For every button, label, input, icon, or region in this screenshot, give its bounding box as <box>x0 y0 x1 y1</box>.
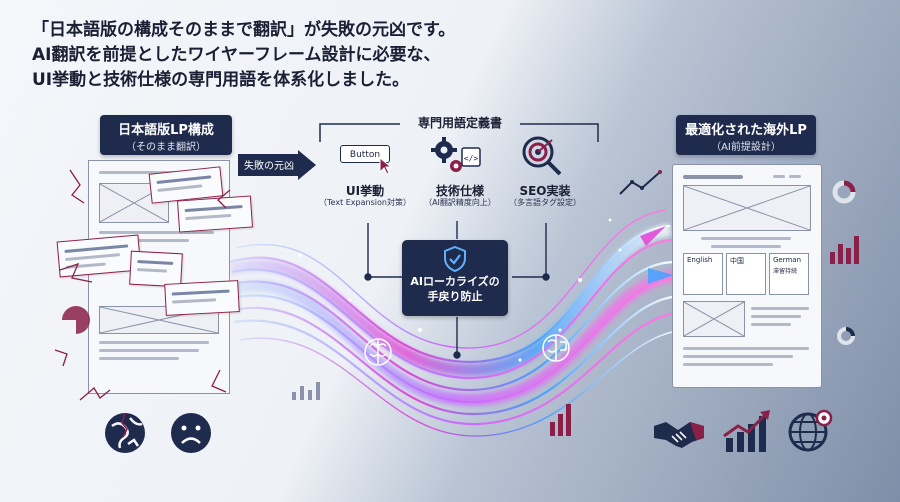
glossary-sub-ui: （Text Expansion対策） <box>319 198 411 207</box>
wireframe-text-line <box>99 357 179 360</box>
right-panel-subtitle: （AI前提設計） <box>711 142 781 153</box>
glossary-label-tech: 技術仕様 <box>435 184 484 198</box>
glossary-label-seo: SEO実装 <box>519 184 571 198</box>
right-panel-title: 最適化された海外LP <box>685 123 807 138</box>
wireframe-text-line <box>683 175 743 179</box>
sad-face-icon <box>171 413 211 453</box>
target-search-icon <box>522 136 562 176</box>
language-name: 中国 <box>730 257 744 265</box>
button-icon-text: Button <box>349 150 381 160</box>
bar-chart-decor-icon <box>830 236 859 264</box>
failure-label: 失敗の元凶 <box>244 161 294 172</box>
glossary-title: 専門用語定義書 <box>417 116 502 130</box>
glossary-label-ui: UI挙動 <box>345 184 385 198</box>
wireframe-text-line <box>683 363 773 366</box>
glossary-sub-seo: （多言語タグ設定） <box>509 198 581 207</box>
wireframe-nav-line <box>773 175 785 178</box>
line-chart-decor-icon <box>619 170 662 195</box>
ai-localize-line-1: AIローカライズの <box>410 275 500 288</box>
handshake-icon <box>654 422 704 448</box>
left-panel-title-box: 日本語版LP構成 （そのまま翻訳） <box>100 115 232 155</box>
wireframe-hero-placeholder <box>683 185 811 231</box>
bar-chart-decor-icon <box>292 382 320 400</box>
language-name: German <box>773 256 802 264</box>
left-panel-subtitle: （そのまま翻訳） <box>126 142 206 153</box>
failure-arrow <box>238 150 316 180</box>
wireframe-text-line <box>711 245 781 248</box>
wireframe-text-line <box>751 315 801 318</box>
gear-code-icon: </> <box>431 137 481 172</box>
connector-lines <box>364 221 550 359</box>
wireframe-nav-line <box>789 175 801 178</box>
crack-lines <box>54 169 231 401</box>
wireframe-text-line <box>751 323 791 326</box>
right-panel-title-box: 最適化された海外LP （AI前提設計） <box>676 115 816 155</box>
headline-line-3: UI挙動と技術仕様の専門用語を体系化しました。 <box>32 70 410 90</box>
left-panel-title: 日本語版LP構成 <box>118 123 214 138</box>
glossary-sub-tech: （AI翻訳精度向上） <box>424 198 496 207</box>
shield-check-icon <box>444 246 466 272</box>
button-icon: Button <box>340 145 390 163</box>
optimized-lp-wireframe: English 中国 German 滞留持続 <box>672 164 822 388</box>
language-sub: 滞留持続 <box>773 268 798 275</box>
ai-localize-box: AIローカライズの 手戻り防止 <box>402 240 508 316</box>
svg-text:</>: </> <box>464 154 479 163</box>
wireframe-text-line <box>751 307 809 310</box>
bar-chart-decor-icon <box>550 404 571 436</box>
headline-line-2: AI翻訳を前提としたワイヤーフレーム設計に必要な、 <box>32 45 441 65</box>
ai-localize-line-2: 手戻り防止 <box>427 290 483 303</box>
wireframe-text-line <box>683 355 793 358</box>
donut-chart-decor-icon <box>837 327 855 345</box>
wireframe-text-line <box>99 341 209 344</box>
headline: 「日本語版の構成そのままで翻訳」が失敗の元凶です。 AI翻訳を前提としたワイヤー… <box>32 18 492 93</box>
growth-chart-icon <box>723 410 770 452</box>
headline-line-1: 「日本語版の構成そのままで翻訳」が失敗の元凶です。 <box>32 20 456 40</box>
broken-globe-icon <box>105 412 145 453</box>
language-card-chinese: 中国 <box>726 253 766 295</box>
globe-target-icon <box>788 409 833 452</box>
wireframe-text-line <box>683 347 809 350</box>
wireframe-text-line <box>99 231 214 234</box>
wireframe-text-line <box>701 237 791 240</box>
cursor-icon <box>379 156 393 175</box>
donut-chart-decor-icon <box>832 180 856 204</box>
language-card-german: German 滞留持続 <box>769 253 809 295</box>
wireframe-text-line <box>99 349 199 352</box>
wireframe-image-placeholder <box>683 301 745 337</box>
wireframe-text-line <box>99 239 189 242</box>
glossary-bracket <box>319 123 599 142</box>
language-name: English <box>687 256 713 264</box>
language-card-english: English <box>683 253 723 295</box>
